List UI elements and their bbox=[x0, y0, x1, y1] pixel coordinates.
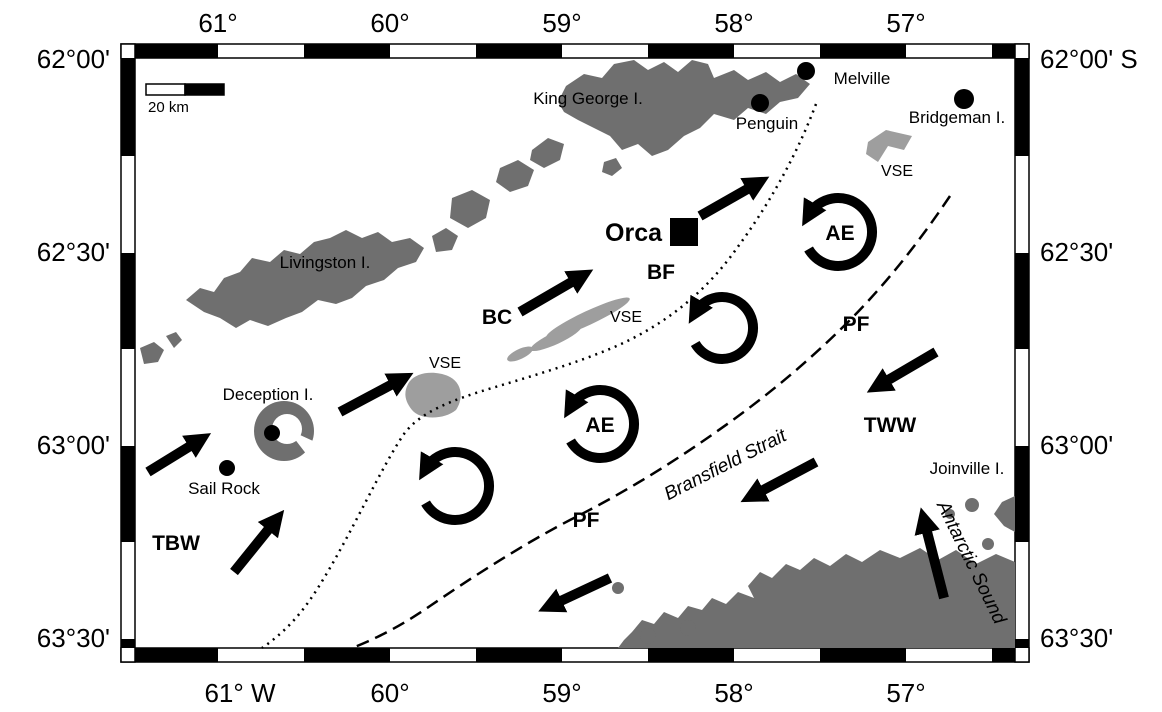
bransfield-strait-label: Bransfield Strait bbox=[661, 425, 791, 505]
bridgeman-dot bbox=[954, 89, 974, 109]
scale-bar-label: 20 km bbox=[148, 99, 189, 116]
island-livingston bbox=[186, 230, 424, 328]
axis-top-57: 57° bbox=[886, 8, 925, 38]
eddy-ne bbox=[802, 193, 877, 271]
island-deception bbox=[254, 401, 324, 464]
vse-bridgeman-label: VSE bbox=[881, 163, 913, 180]
axis-top-61: 61° bbox=[198, 8, 237, 38]
island bbox=[612, 582, 624, 594]
bransfield-front-line bbox=[261, 103, 818, 650]
tww-label: TWW bbox=[864, 414, 917, 437]
current-arrow-ne bbox=[230, 509, 285, 576]
livingston-label: Livingston I. bbox=[280, 253, 371, 272]
axis-right-6330: 63°30' bbox=[1040, 623, 1113, 653]
eddies bbox=[419, 193, 877, 525]
landmasses bbox=[140, 60, 1015, 648]
vse-shape-deception bbox=[405, 372, 461, 418]
orca-seamount-marker bbox=[670, 218, 698, 246]
current-arrow-sw bbox=[740, 457, 819, 503]
island bbox=[602, 158, 622, 176]
eddy-mid-upper bbox=[688, 292, 758, 364]
axis-bottom-60: 60° bbox=[370, 678, 409, 708]
axis-bottom-57: 57° bbox=[886, 678, 925, 708]
current-arrow-bc bbox=[517, 269, 594, 317]
penguin-label: Penguin bbox=[736, 114, 798, 133]
current-arrow-sw bbox=[538, 573, 613, 613]
island bbox=[965, 498, 979, 512]
ae-ne-label: AE bbox=[825, 222, 854, 245]
axis-labels: 61° 60° 59° 58° 57° 61° W 60° 59° 58° 57… bbox=[37, 8, 1138, 708]
island bbox=[640, 628, 656, 644]
current-arrow-sw bbox=[866, 347, 939, 393]
axis-right-6200s: 62°00' S bbox=[1040, 44, 1138, 74]
bridgeman-label: Bridgeman I. bbox=[909, 108, 1005, 127]
axis-top-59: 59° bbox=[542, 8, 581, 38]
ae-central-label: AE bbox=[585, 414, 614, 437]
vse-shape-central bbox=[507, 346, 533, 362]
king-george-label: King George I. bbox=[533, 89, 643, 108]
frame-bottom-segments bbox=[135, 648, 1015, 662]
island bbox=[140, 342, 164, 364]
frame-left-segments bbox=[121, 58, 135, 648]
current-arrow-antarctic-sound bbox=[914, 507, 949, 600]
pf-upper-label: PF bbox=[843, 313, 870, 336]
joinville-label: Joinville I. bbox=[930, 459, 1005, 478]
current-arrow-ne bbox=[697, 176, 770, 221]
map-frame bbox=[120, 43, 1030, 663]
fronts bbox=[261, 103, 952, 650]
melville-label: Melville bbox=[834, 69, 891, 88]
place-labels: King George I. Livingston I. Deception I… bbox=[188, 69, 1005, 498]
axis-bottom-58: 58° bbox=[714, 678, 753, 708]
penguin-dot bbox=[751, 94, 769, 112]
axis-left-6300: 63°00' bbox=[37, 430, 110, 460]
orca-label: Orca bbox=[605, 219, 663, 247]
axis-top-60: 60° bbox=[370, 8, 409, 38]
island-joinville bbox=[994, 496, 1015, 532]
island bbox=[432, 228, 458, 252]
bf-label: BF bbox=[647, 261, 675, 284]
current-arrow-ne bbox=[337, 372, 414, 417]
axis-left-6200: 62°00' bbox=[37, 44, 110, 74]
melville-dot bbox=[797, 62, 815, 80]
island bbox=[450, 190, 490, 228]
sail-rock-label: Sail Rock bbox=[188, 479, 260, 498]
vse-shape-bridgeman bbox=[866, 130, 912, 162]
island bbox=[680, 620, 696, 636]
pf-lower-label: PF bbox=[573, 509, 600, 532]
frame-right-segments bbox=[1015, 58, 1029, 648]
axis-bottom-61w: 61° W bbox=[204, 678, 276, 708]
frame-top-segments bbox=[135, 44, 1015, 58]
current-arrow-ne bbox=[145, 433, 212, 477]
axis-right-6230: 62°30' bbox=[1040, 237, 1113, 267]
point-markers bbox=[219, 62, 974, 476]
axis-right-6300: 63°00' bbox=[1040, 430, 1113, 460]
axis-left-6330: 63°30' bbox=[37, 623, 110, 653]
bc-label: BC bbox=[482, 306, 512, 329]
scale-bar: 20 km bbox=[145, 83, 225, 116]
eddy-central bbox=[564, 385, 639, 463]
island bbox=[982, 538, 994, 550]
deception-label: Deception I. bbox=[223, 385, 314, 404]
axis-left-6230: 62°30' bbox=[37, 237, 110, 267]
vse-central-label: VSE bbox=[610, 309, 642, 326]
island-king-george bbox=[558, 60, 810, 156]
peninsula-front-line bbox=[351, 195, 952, 650]
axis-top-58: 58° bbox=[714, 8, 753, 38]
axis-bottom-59: 59° bbox=[542, 678, 581, 708]
vse-deception-label: VSE bbox=[429, 355, 461, 372]
deception-dot bbox=[264, 425, 280, 441]
island bbox=[166, 332, 182, 348]
vse-shape-central bbox=[530, 324, 582, 352]
island bbox=[530, 138, 564, 168]
antarctic-peninsula bbox=[618, 548, 1015, 648]
island bbox=[945, 509, 955, 519]
sail-rock-dot bbox=[219, 460, 235, 476]
vse-structures bbox=[405, 130, 912, 418]
island bbox=[496, 160, 534, 192]
eddy-sw bbox=[419, 447, 494, 525]
current-arrows bbox=[145, 176, 949, 613]
tbw-label: TBW bbox=[152, 532, 200, 555]
